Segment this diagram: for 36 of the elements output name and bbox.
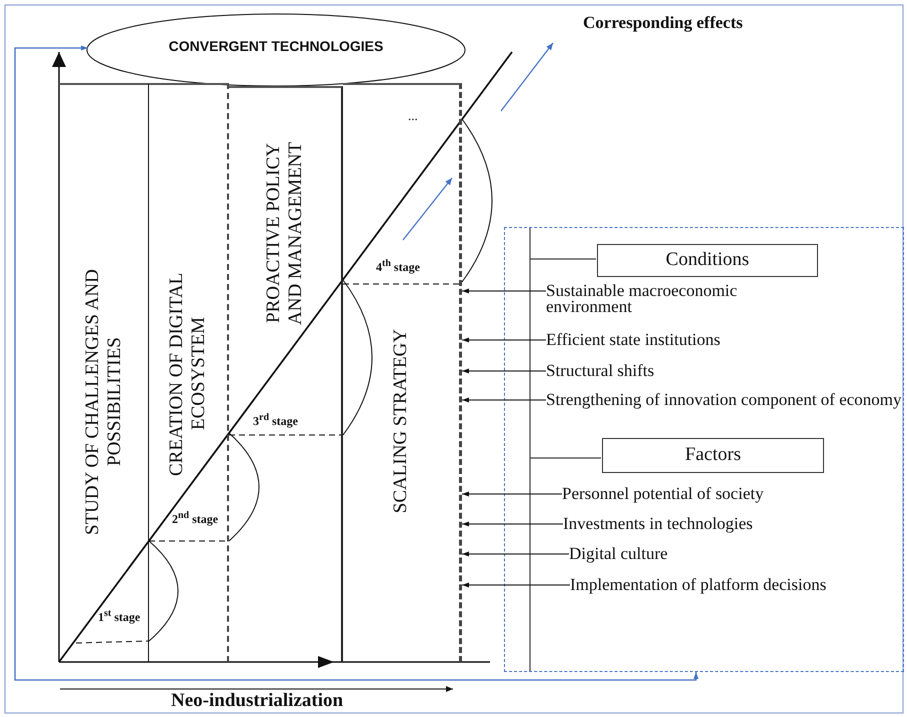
stage-column [59,83,149,662]
list-item-text: Digital culture [569,546,869,562]
arrow [462,288,546,294]
column-title: STUDY OF CHALLENGES AND POSSIBILITIES [82,268,126,536]
arrow [462,492,562,496]
arrow [462,522,564,526]
node-title: CONVERGENT TECHNOLOGIES [168,38,384,54]
list-item-text: Structural shifts [546,363,846,379]
stage-label: 2$^{nd}$ stage [172,510,218,527]
column-title: PROACTIVE POLICY AND MANAGEMENT [263,140,307,327]
header-box: Conditions [597,244,818,277]
dashed-panel [504,227,904,672]
column-title: SCALING STRATEGY [390,329,412,514]
list-item-text: Sustainable macroeconomic environment [546,283,786,315]
stage-column [229,86,343,662]
stage-label: 4$^{th}$ stage [376,258,420,275]
arrow [462,368,546,374]
stage-column [149,83,229,662]
list-item-text: Efficient state institutions [546,332,846,348]
list-item-text: Personnel potential of society [562,486,862,502]
list-item-text: Investments in technologies [563,516,863,532]
arrow [462,552,570,556]
header-box: Factors [602,438,824,473]
arrow [462,338,546,342]
stage-label: 1$^{st}$ stage [98,608,140,625]
section-heading: Corresponding effects [583,13,743,33]
axis-title: Neo-industrialization [171,690,344,712]
list-item-text: Implementation of platform decisions [570,577,900,593]
ellipsis-text: ... [408,108,418,124]
stage-label: 3$^{rd}$ stage [253,412,298,429]
feedback-arrow [14,46,698,681]
list-item-text: Strengthening of innovation component of economy [546,392,904,408]
stage-column [343,83,462,662]
column-title: CREATION OF DIGITAL ECOSYSTEM [166,270,210,478]
arrow [462,582,570,588]
arrow [462,398,546,402]
